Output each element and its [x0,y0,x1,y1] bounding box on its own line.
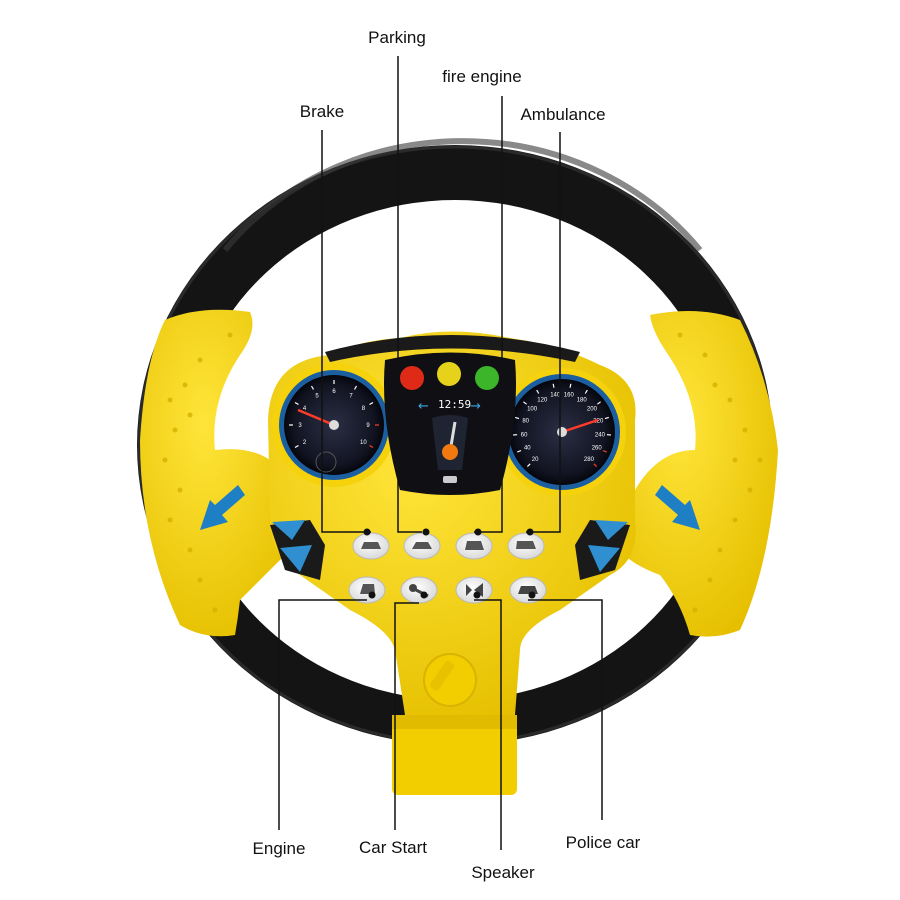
tach-tick-label: 2 [303,440,307,446]
tach-tick-mark [294,444,299,449]
speed-tick-mark [597,401,601,405]
ambulance-label: Ambulance [520,105,605,124]
speed-tick-mark [526,463,531,468]
speed-tick-label: 40 [524,446,531,452]
speed-tick-label: 260 [592,446,603,452]
engine-button[interactable] [348,576,386,604]
speed-tick-mark [536,389,540,394]
speed-tick-mark [602,449,607,453]
speed-tick-mark [517,449,522,453]
right-arrow-icon [655,485,700,530]
tach-tick-mark [369,401,374,406]
callout-lines [278,56,603,850]
speed-tick-label: 100 [527,407,538,413]
left-indicator-icon: ← [418,399,429,414]
speed-tick-mark [515,416,520,420]
speed-tick-label: 20 [532,457,539,463]
car-icon [443,476,457,483]
speed-tick-label: 240 [595,432,606,438]
speed-tick-label: 80 [522,419,529,425]
tach-tick-label: 6 [332,389,336,395]
police-car-button[interactable] [509,576,547,604]
tach-tick-mark [353,385,358,390]
clock-display: 12:59 [438,398,471,411]
speed-tick-mark [552,383,555,388]
car-start-button[interactable] [400,576,438,604]
right-indicator-icon: → [470,399,481,414]
tach-tick-label: 10 [360,440,367,446]
speed-tick-mark [604,416,609,420]
speed-tick-label: 60 [521,432,528,438]
speed-tick-label: 180 [577,398,588,404]
speed-tick-label: 200 [587,407,598,413]
green-light [475,366,499,390]
car-start-label: Car Start [359,838,427,857]
engine-label: Engine [253,839,306,858]
speed-tick-label: 160 [564,393,575,399]
fire-engine-button[interactable] [455,532,493,560]
left-turn-paddle[interactable] [270,520,325,580]
brake-label: Brake [300,102,344,121]
speed-tick-mark [523,401,527,405]
tach-tick-label: 4 [303,406,307,412]
police-car-label: Police car [566,833,641,852]
speed-tick-mark [569,383,572,388]
red-light [400,366,424,390]
speed-tick-label: 140 [550,393,561,399]
speaker-label: Speaker [471,863,535,882]
tach-tick-label: 7 [349,394,353,400]
tach-tick-label: 8 [362,406,366,412]
tach-tick-label: 9 [366,423,370,429]
speaker-button[interactable] [455,576,493,604]
tach-tick-mark [369,444,374,449]
callout-dots [363,528,536,599]
speed-tick-label: 280 [584,457,595,463]
speed-tick-mark [593,463,598,468]
tach-tick-mark [294,401,299,406]
tachometer: 2 3 4 5 6 7 8 9 10 [272,363,396,487]
speed-tick-label: 220 [593,419,604,425]
adjustment-knob[interactable] [423,653,477,707]
parking-button[interactable] [403,532,441,560]
ambulance-button[interactable] [507,532,545,560]
fire-engine-label: fire engine [442,67,521,86]
brake-button[interactable] [352,532,390,560]
center-display: ← → 12:59 [384,352,516,495]
yellow-light [437,362,461,386]
tach-tick-mark [310,385,315,390]
speed-tick-label: 120 [537,398,548,404]
tach-tick-label: 3 [298,423,302,429]
gear-knob [442,444,458,460]
tach-tick-label: 5 [315,394,319,400]
right-turn-paddle[interactable] [575,520,630,580]
speed-tick-mark [584,389,588,394]
parking-label: Parking [368,28,426,47]
left-arrow-icon [200,485,245,530]
